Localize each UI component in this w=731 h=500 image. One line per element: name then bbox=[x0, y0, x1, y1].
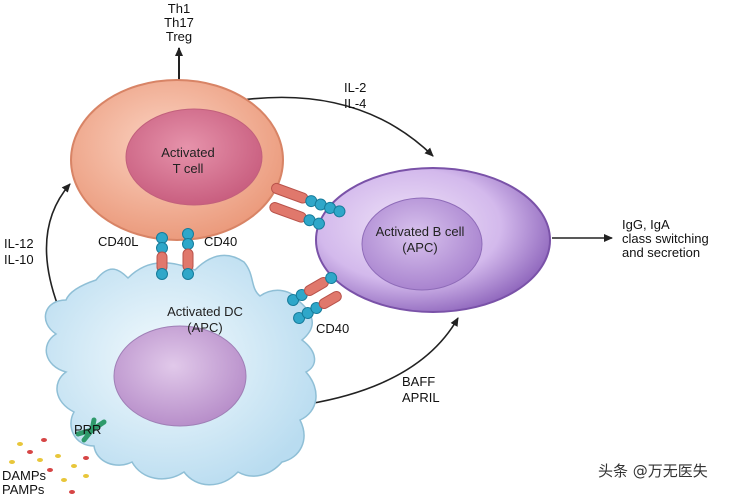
b-cell-label-line2: (APC) bbox=[402, 240, 437, 255]
b-cell-label-line1: Activated B cell bbox=[376, 224, 465, 239]
t-cell-label-line2: T cell bbox=[173, 161, 204, 176]
cd40-dc-t-label: CD40 bbox=[204, 234, 237, 249]
arrows bbox=[45, 47, 613, 405]
treg-label: Treg bbox=[166, 29, 192, 44]
cd40l-label: CD40L bbox=[98, 234, 138, 249]
arrow-t-to-b bbox=[241, 96, 434, 157]
t-cell-nucleus bbox=[125, 108, 263, 206]
receptors-t-b bbox=[269, 182, 346, 230]
baff-label: BAFF bbox=[402, 374, 435, 389]
receptors-dc-t bbox=[156, 228, 194, 280]
il4-label: IL-4 bbox=[344, 96, 366, 111]
b-cell-nucleus bbox=[361, 197, 483, 291]
il10-label: IL-10 bbox=[4, 252, 34, 267]
dc-label-line1: Activated DC bbox=[167, 304, 243, 319]
dendritic-cell bbox=[44, 254, 317, 486]
prr-label: PRR bbox=[74, 422, 101, 437]
watermark: 头条 @万无医失 bbox=[598, 462, 708, 480]
dc-label-line2: (APC) bbox=[187, 320, 222, 335]
cd40-dc-b-label: CD40 bbox=[316, 321, 349, 336]
il12-label: IL-12 bbox=[4, 236, 34, 251]
secretion-label: and secretion bbox=[622, 245, 700, 260]
th1-label: Th1 bbox=[168, 1, 190, 16]
april-label: APRIL bbox=[402, 390, 440, 405]
dc-nucleus bbox=[113, 325, 247, 427]
il2-label: IL-2 bbox=[344, 80, 366, 95]
t-cell-label-line1: Activated bbox=[161, 145, 214, 160]
th17-label: Th17 bbox=[164, 15, 194, 30]
igg-label: IgG, IgA bbox=[622, 217, 670, 232]
class-switching-label: class switching bbox=[622, 231, 709, 246]
t-cell bbox=[70, 79, 284, 241]
damp-pamp-particles bbox=[9, 438, 89, 494]
receptors-dc-b bbox=[287, 272, 342, 324]
prr-receptor bbox=[75, 417, 107, 443]
arrow-dc-to-b bbox=[307, 317, 459, 405]
pamps-label: PAMPs bbox=[2, 482, 45, 497]
damps-label: DAMPs bbox=[2, 468, 47, 483]
arrow-dc-to-t bbox=[45, 183, 71, 307]
b-cell bbox=[315, 167, 551, 313]
